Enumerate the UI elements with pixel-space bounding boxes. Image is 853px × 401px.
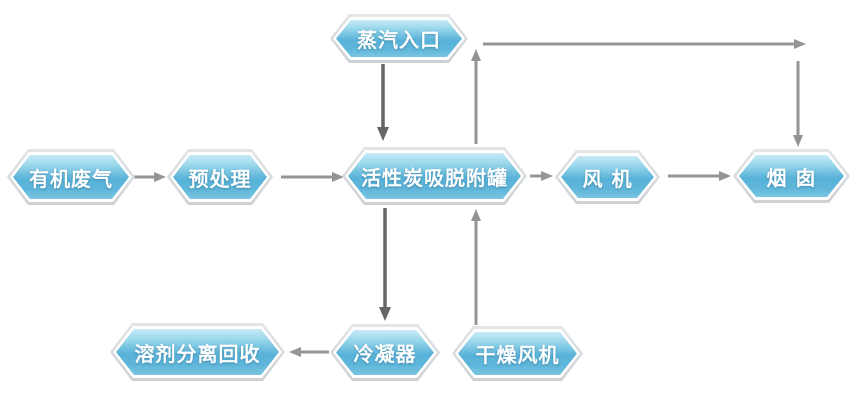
node-inner-ring: 冷凝器 [333, 327, 437, 378]
arrow-waste-to-pretreatment [134, 172, 166, 182]
node-label-solvent-separation-recovery: 溶剂分离回收 [134, 341, 261, 366]
node-condenser: 冷凝器 [330, 324, 440, 381]
node-carbon-adsorption-tank: 活性炭吸脱附罐 [342, 147, 527, 205]
node-pretreatment: 预处理 [167, 149, 273, 205]
node-label-organic-waste-gas: 有机废气 [29, 166, 113, 191]
node-inner-ring: 蒸汽入口 [333, 17, 465, 60]
arrow-steam-to-tank [377, 64, 389, 141]
arrow-tank-to-condenser [379, 208, 391, 321]
node-label-pretreatment: 预处理 [188, 166, 252, 191]
arrow-tank-to-fan [530, 171, 553, 181]
node-label-chimney: 烟 囱 [766, 165, 817, 190]
node-body: 预处理 [173, 155, 267, 199]
node-body: 活性炭吸脱附罐 [348, 153, 521, 199]
node-label-carbon-adsorption-tank: 活性炭吸脱附罐 [361, 165, 508, 190]
arrow-dryingfan-to-tank [471, 209, 481, 325]
node-steam-inlet: 蒸汽入口 [330, 14, 468, 63]
node-inner-ring: 风 机 [558, 153, 657, 201]
node-inner-ring: 烟 囱 [736, 152, 847, 200]
arrow-bypass-up [471, 49, 481, 144]
node-body: 干燥风机 [458, 332, 577, 375]
node-inner-ring: 溶剂分离回收 [113, 326, 282, 378]
node-label-steam-inlet: 蒸汽入口 [357, 28, 441, 52]
node-fan: 风 机 [555, 150, 660, 204]
node-label-fan: 风 机 [582, 166, 633, 191]
node-body: 溶剂分离回收 [116, 329, 279, 375]
node-label-condenser: 冷凝器 [353, 342, 417, 366]
node-inner-ring: 干燥风机 [455, 329, 580, 378]
node-drying-fan: 干燥风机 [452, 326, 583, 381]
arrow-pretreatment-to-tank [281, 172, 344, 182]
node-body: 冷凝器 [336, 330, 434, 375]
node-inner-ring: 有机废气 [10, 152, 132, 202]
node-inner-ring: 预处理 [170, 152, 270, 202]
node-organic-waste-gas: 有机废气 [7, 149, 135, 205]
node-solvent-separation-recovery: 溶剂分离回收 [110, 323, 285, 381]
arrow-condenser-to-recovery [289, 347, 329, 357]
node-label-drying-fan: 干燥风机 [475, 343, 560, 367]
node-chimney: 烟 囱 [733, 149, 850, 203]
node-body: 有机废气 [13, 155, 129, 199]
node-inner-ring: 活性炭吸脱附罐 [345, 150, 524, 202]
arrow-fan-to-chimney [668, 171, 731, 181]
arrow-bypass-horizontal [483, 39, 806, 49]
node-body: 烟 囱 [739, 155, 844, 197]
arrow-bypass-to-chimney [793, 61, 803, 147]
node-body: 蒸汽入口 [336, 20, 462, 57]
node-body: 风 机 [561, 156, 654, 198]
